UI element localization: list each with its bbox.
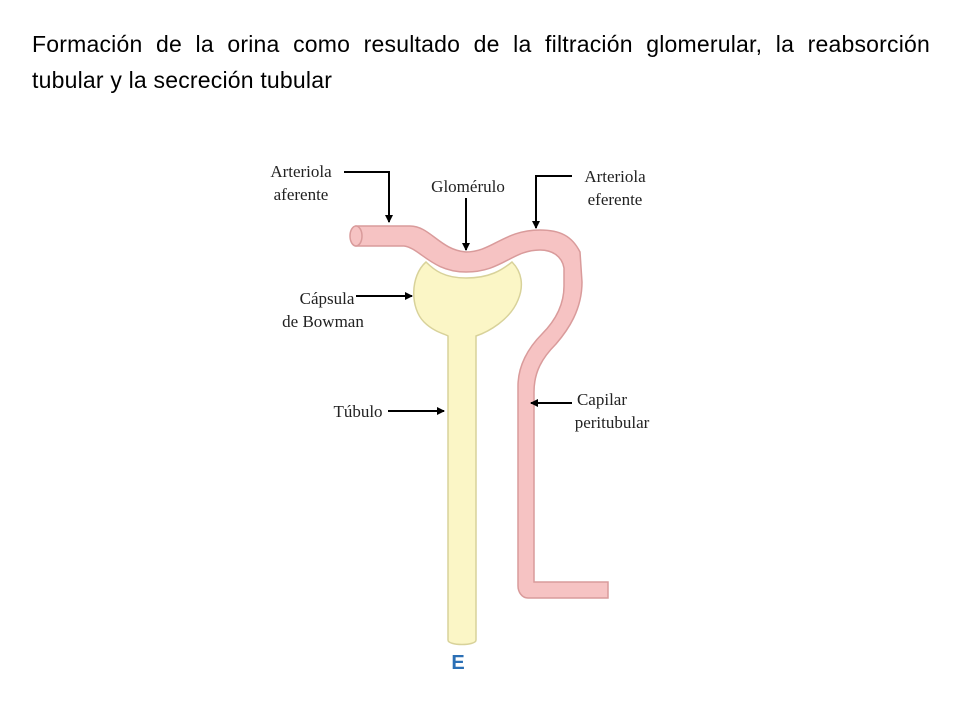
label-arteriola-aferente: Arteriola aferente	[270, 162, 332, 204]
label-capsula-bowman: Cápsula de Bowman	[282, 289, 364, 331]
arrow-arteriola-aferente	[344, 171, 393, 223]
blood-vessel	[355, 225, 609, 599]
afferent-opening	[349, 225, 363, 247]
label-capilar-peritubular: Capilar peritubular	[574, 390, 650, 432]
page-title: Formación de la orina como resultado de …	[32, 31, 930, 93]
label-glomerulo: Glomérulo	[431, 177, 505, 196]
label-tubulo: Túbulo	[333, 402, 383, 421]
bowman-capsule	[413, 260, 523, 646]
arrow-arteriola-eferente	[532, 175, 572, 229]
label-arteriola-eferente: Arteriola eferente	[584, 167, 646, 209]
panel-letter: E	[451, 652, 465, 674]
